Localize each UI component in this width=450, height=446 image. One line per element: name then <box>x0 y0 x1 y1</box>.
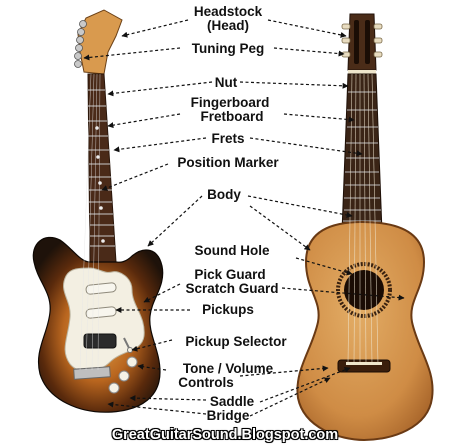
classical-saddle <box>346 362 382 365</box>
label-sound-hole: Sound Hole <box>194 243 270 258</box>
label-body: Body <box>207 187 241 202</box>
classical-sound-hole <box>344 270 384 310</box>
label-bridge: Bridge <box>206 408 250 423</box>
classical-body <box>296 220 434 442</box>
leader-arrows <box>83 19 405 417</box>
label-pickup-selector: Pickup Selector <box>185 334 287 349</box>
classical-strings <box>347 73 379 365</box>
electric-pickups <box>83 282 117 349</box>
label-fingerboard: Fingerboard <box>190 95 270 110</box>
electric-frets <box>88 89 115 247</box>
classical-headstock-slots <box>354 20 370 64</box>
electric-bridge <box>73 366 111 380</box>
label-fretboard: Fretboard <box>200 109 264 124</box>
classical-headstock <box>347 13 377 71</box>
label-nut: Nut <box>214 75 238 90</box>
label-scratch-guard: Scratch Guard <box>185 281 279 296</box>
electric-guitar <box>32 9 164 413</box>
classical-guitar <box>296 13 434 442</box>
label-frets: Frets <box>211 131 245 146</box>
label-tone-volume: Tone / Volume <box>182 361 274 376</box>
classical-tuning-pegs <box>341 23 383 58</box>
site-watermark: GreatGuitarSound.Blogspot.com <box>111 427 339 443</box>
label-headstock-sub: (Head) <box>206 18 250 33</box>
label-pick-guard: Pick Guard <box>194 267 266 282</box>
electric-headstock <box>77 9 123 75</box>
classical-neck <box>341 73 383 233</box>
electric-control-knobs <box>108 356 138 394</box>
classical-bridge <box>337 359 391 373</box>
electric-pickup-selector <box>123 337 133 353</box>
electric-neck <box>87 73 117 263</box>
label-pickups: Pickups <box>202 302 254 317</box>
label-tuning-peg: Tuning Peg <box>191 41 265 56</box>
classical-rosette <box>336 262 392 318</box>
label-position-marker: Position Marker <box>177 155 279 170</box>
electric-tuning-pegs <box>74 20 87 68</box>
label-saddle: Saddle <box>209 394 255 409</box>
classical-nut <box>348 70 376 74</box>
electric-strings <box>79 73 101 371</box>
label-headstock: Headstock <box>193 4 263 19</box>
label-controls: Controls <box>178 375 234 390</box>
